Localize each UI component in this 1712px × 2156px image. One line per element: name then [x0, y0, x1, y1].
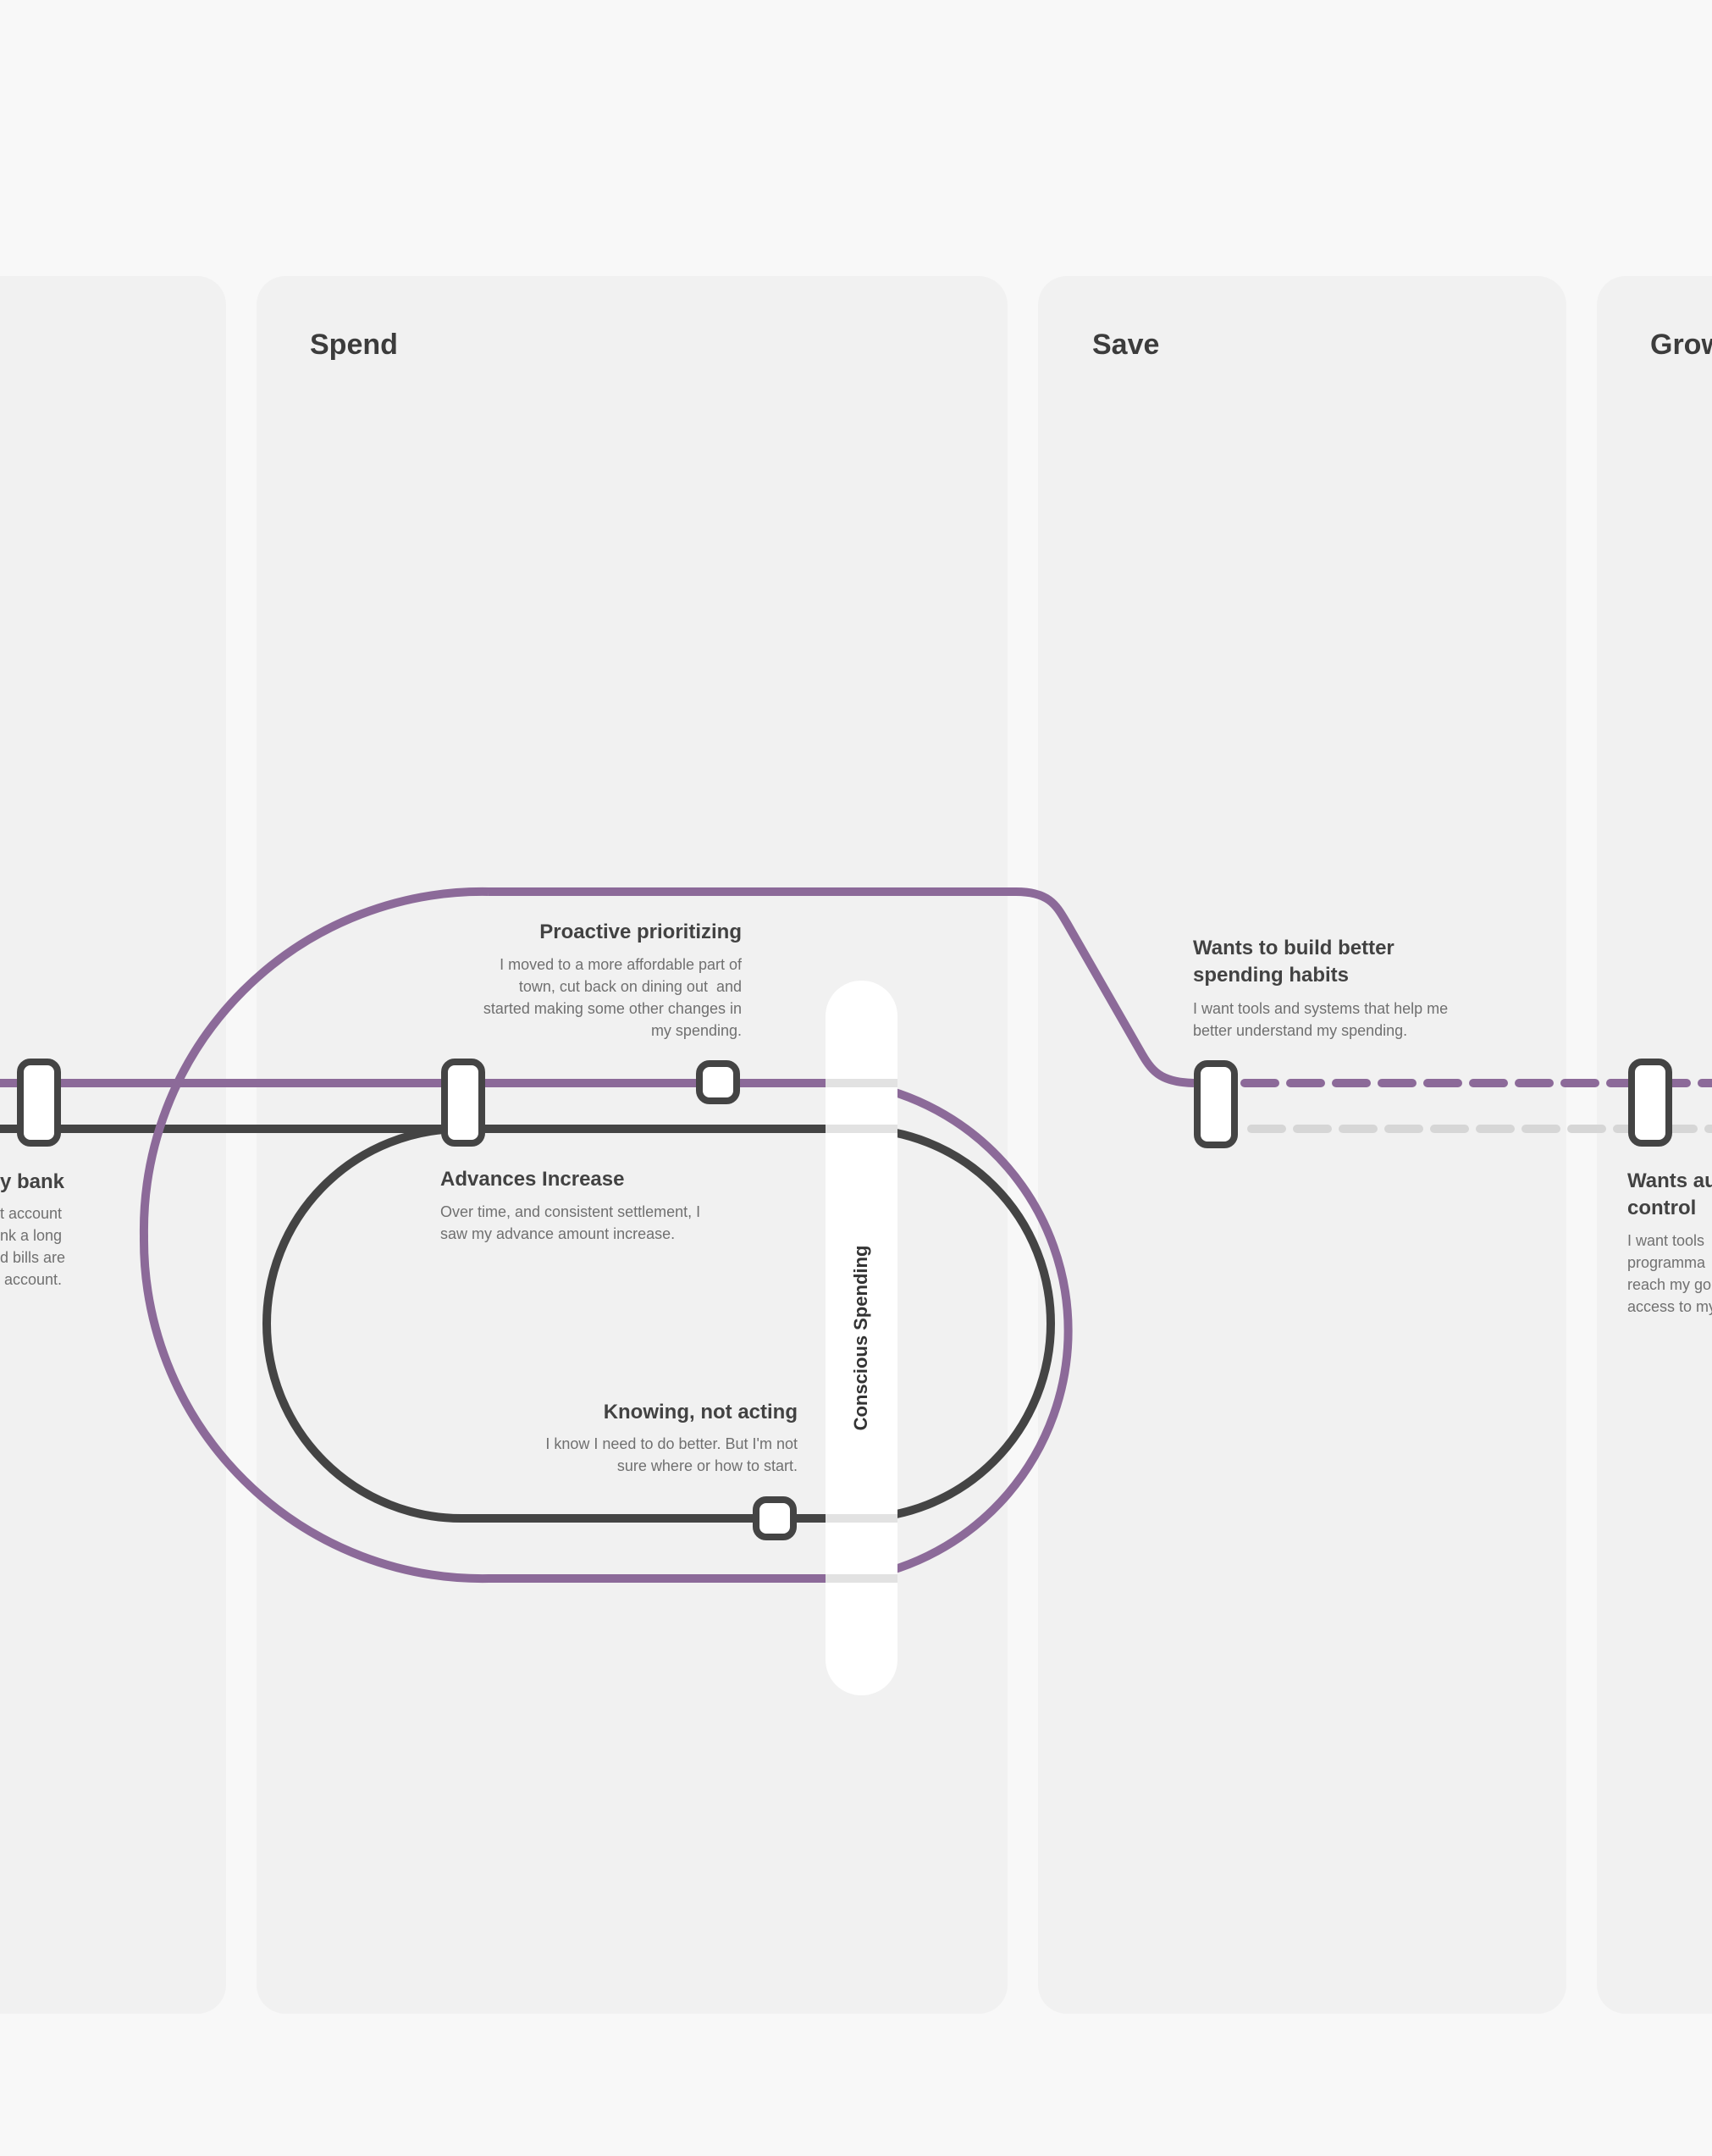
column-title-grow: Grow — [1650, 329, 1712, 361]
column-title-spend: Spend — [310, 329, 398, 361]
stop-desc-habits: I want tools and systems that help me be… — [1193, 1000, 1449, 1039]
stop-title-knowing: Knowing, not acting — [603, 1401, 798, 1424]
stop-node-control[interactable] — [1628, 1059, 1672, 1147]
stop-node-proactive[interactable] — [696, 1060, 740, 1104]
stop-node-habits[interactable] — [1194, 1060, 1238, 1148]
stop-desc-advances: Over time, and consistent settlement, I … — [440, 1203, 701, 1242]
stop-node-bank[interactable] — [17, 1059, 61, 1147]
purple-track-loop — [0, 887, 1195, 1584]
stop-title-habits: Wants to build better spending habits — [1193, 937, 1394, 987]
stop-title-proactive: Proactive prioritizing — [539, 920, 742, 943]
stop-title-advances: Advances Increase — [440, 1168, 625, 1191]
stop-desc-bank: t account nk a long d bills are account. — [0, 1205, 66, 1288]
stop-desc-proactive: I moved to a more affordable part of tow… — [483, 956, 742, 1039]
stop-node-knowing[interactable] — [753, 1496, 797, 1540]
band-label: Conscious Spending — [850, 1245, 871, 1431]
stop-desc-control: I want tools programma reach my go acces… — [1627, 1232, 1712, 1315]
stop-node-advances[interactable] — [441, 1059, 485, 1147]
stop-title-control: Wants au control — [1627, 1169, 1712, 1219]
stop-title-bank: y bank — [0, 1170, 65, 1193]
column-panel-save: Save — [1038, 276, 1566, 2014]
column-title-save: Save — [1092, 329, 1160, 361]
stop-desc-knowing: I know I need to do better. But I'm not … — [545, 1435, 798, 1474]
